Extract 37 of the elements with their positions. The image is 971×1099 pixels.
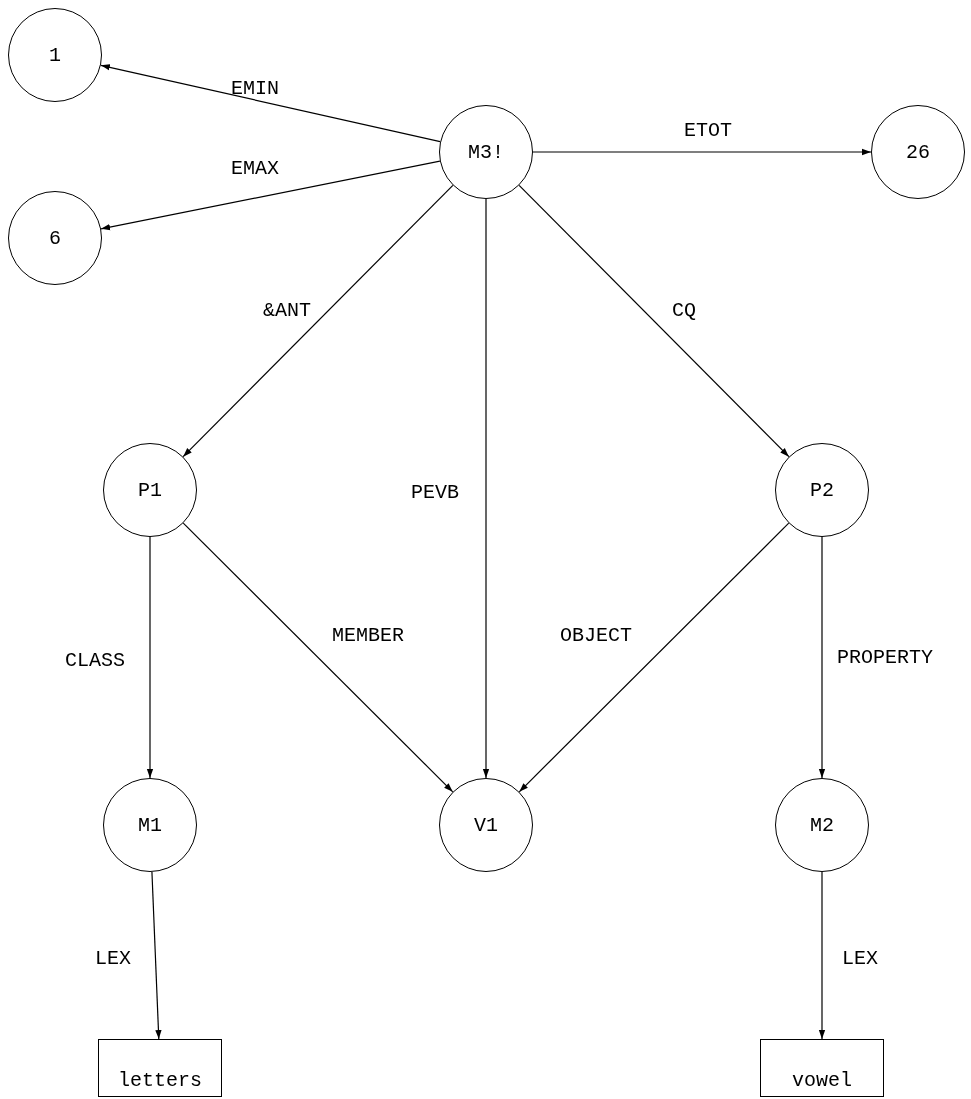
arrow bbox=[518, 522, 790, 793]
arrow bbox=[532, 148, 872, 156]
arrow bbox=[818, 871, 826, 1040]
edge-label: PROPERTY bbox=[837, 645, 933, 669]
edge-label: &ANT bbox=[263, 298, 311, 322]
node-label: 26 bbox=[906, 140, 930, 164]
arrow bbox=[182, 184, 454, 458]
arrow bbox=[151, 871, 162, 1040]
edge-label: MEMBER bbox=[332, 623, 404, 647]
edge-label: LEX bbox=[95, 946, 131, 970]
edge-label: EMAX bbox=[231, 156, 279, 180]
node-box bbox=[98, 1039, 222, 1097]
node-label: P2 bbox=[810, 478, 834, 502]
node-label: M2 bbox=[810, 813, 834, 837]
arrow bbox=[146, 536, 154, 779]
arrow bbox=[482, 198, 490, 779]
node-label: letters bbox=[118, 1069, 202, 1092]
node-label: 6 bbox=[49, 226, 61, 250]
node-box bbox=[760, 1039, 884, 1097]
arrow bbox=[518, 184, 790, 458]
edge-label: CLASS bbox=[65, 648, 125, 672]
edge-label: LEX bbox=[842, 946, 878, 970]
node-label: M1 bbox=[138, 813, 162, 837]
edge-label: ETOT bbox=[684, 118, 732, 142]
node-label: vowel bbox=[792, 1069, 852, 1092]
edge-label: EMIN bbox=[231, 76, 279, 100]
node-label: 1 bbox=[49, 43, 61, 67]
arrow bbox=[182, 522, 454, 793]
edge-label: PEVB bbox=[411, 480, 459, 504]
edge-label: CQ bbox=[672, 298, 696, 322]
arrow bbox=[100, 64, 441, 143]
arrow bbox=[100, 160, 441, 231]
node-label: P1 bbox=[138, 478, 162, 502]
edge-label: OBJECT bbox=[560, 623, 632, 647]
node-label: V1 bbox=[474, 813, 498, 837]
node-label: M3! bbox=[468, 140, 504, 164]
arrow bbox=[818, 536, 826, 779]
